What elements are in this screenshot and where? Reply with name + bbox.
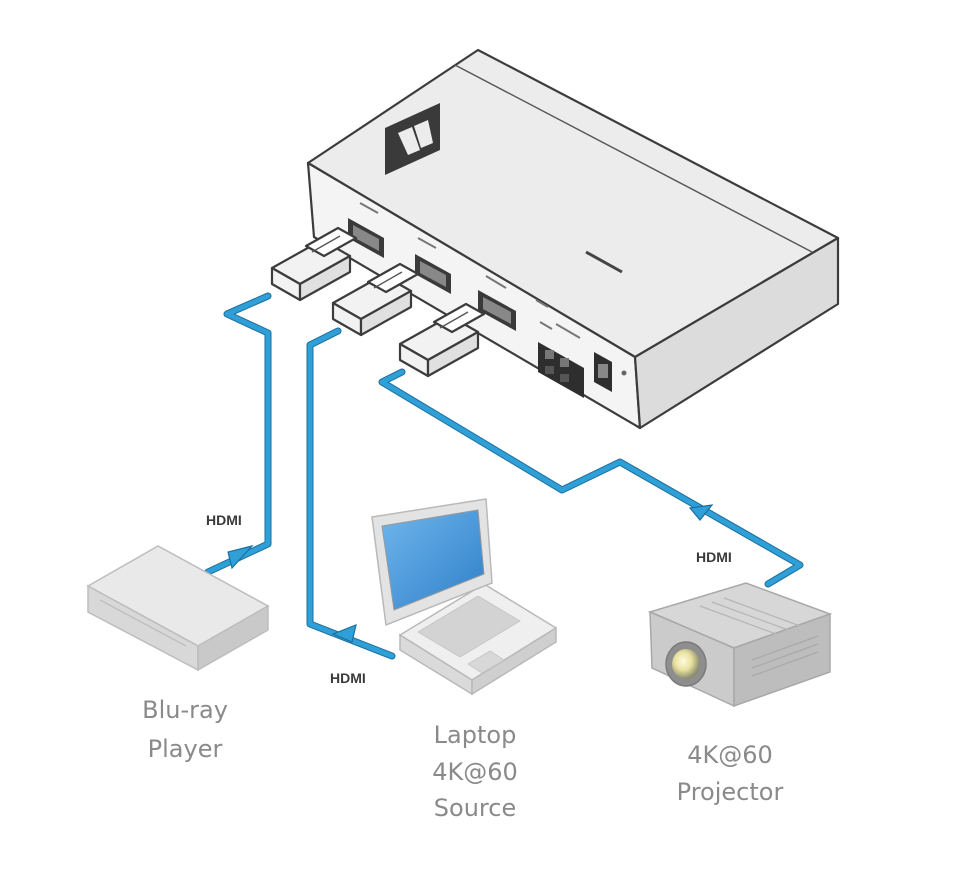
bluray-player-device	[86, 545, 270, 672]
projector-label-line1: 4K@60	[687, 741, 773, 769]
laptop-label-line1: Laptop	[434, 721, 517, 749]
bluray-label-line2: Player	[148, 735, 223, 763]
terminal-block-icon	[538, 342, 584, 398]
arrow-projector	[688, 504, 714, 521]
bluray-label-line1: Blu-ray	[142, 696, 228, 724]
hdmi-plug-icon	[398, 302, 486, 378]
hdmi-port-out	[478, 290, 516, 331]
cable-label-laptop: HDMI	[330, 670, 366, 686]
dc-power-jack-icon	[594, 352, 612, 392]
cable-out-to-projector	[378, 368, 804, 588]
hdmi-plug-icon	[331, 262, 420, 337]
cable-label-projector: HDMI	[696, 549, 732, 565]
laptop-screen	[381, 509, 485, 611]
laptop-label-line3: Source	[434, 794, 516, 822]
projector-lens-icon	[665, 641, 707, 687]
laptop-label-line2: 4K@60	[432, 758, 518, 786]
arrow-laptop	[331, 624, 357, 643]
kramer-logo	[385, 103, 440, 175]
hdmi-plug-icon	[270, 226, 358, 302]
hdmi-port-in-1	[348, 218, 384, 258]
cable-bluray-to-in1	[204, 292, 272, 576]
projector-device	[647, 582, 833, 708]
power-led	[621, 370, 627, 376]
front-panel-markings	[359, 202, 623, 339]
hdmi-port-in-2	[415, 254, 451, 294]
projector-label-line2: Projector	[677, 778, 784, 806]
cable-label-bluray: HDMI	[206, 512, 242, 528]
hdmi-switcher-device	[306, 48, 840, 430]
arrow-bluray	[227, 544, 254, 570]
laptop-device	[371, 498, 558, 696]
